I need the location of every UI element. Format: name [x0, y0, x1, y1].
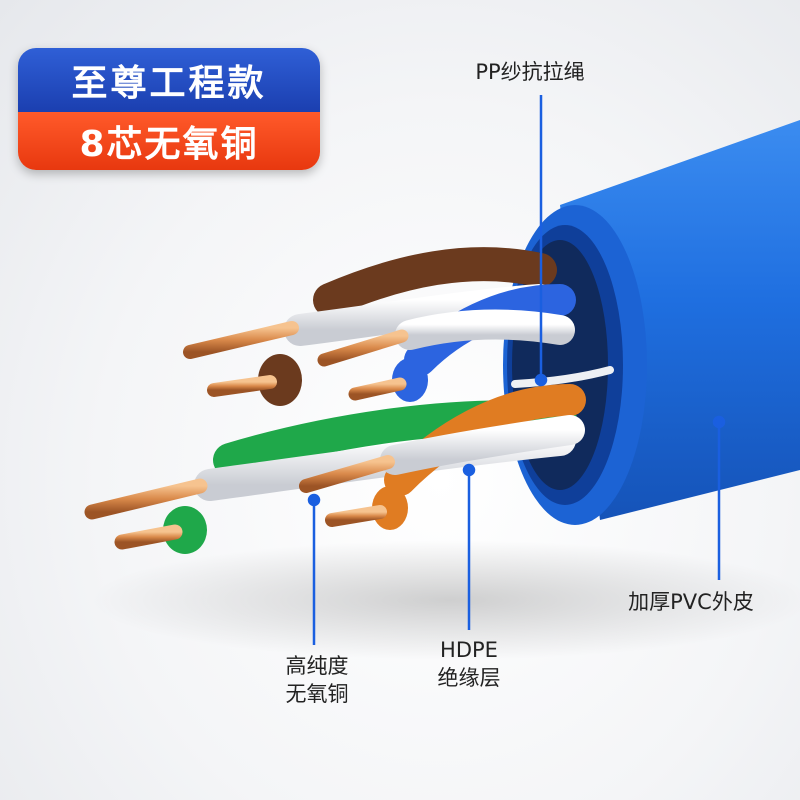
wire-brown-end [258, 354, 302, 406]
badge-title: 至尊工程款 [18, 48, 320, 112]
copper-brown-2 [207, 375, 277, 397]
callout-hdpe-line1: HDPE [440, 638, 498, 662]
callout-copper-line2: 无氧铜 [285, 682, 349, 706]
badge-subtitle: 8芯无氧铜 [18, 112, 320, 170]
pp-rope [511, 366, 614, 388]
wire-blue-end [392, 358, 428, 402]
copper-brown-1 [183, 321, 299, 359]
copper-green-1 [84, 478, 208, 520]
wire-blue-white [395, 309, 575, 350]
wire-orange-end [372, 486, 408, 530]
wire-brown-twist [313, 247, 557, 317]
copper-green-2 [114, 524, 183, 550]
callout-label-pp-rope: PP纱抗拉绳 [475, 60, 585, 84]
callout-dot-pp [534, 373, 548, 387]
wire-orange-white [380, 415, 585, 475]
callout-dot-hdpe [462, 463, 476, 477]
copper-orange-1 [299, 455, 395, 493]
callout-label-hdpe: HDPE 绝缘层 [414, 636, 524, 692]
copper-orange-2 [325, 505, 387, 527]
copper-blue-1 [317, 329, 409, 367]
cable-shadow [90, 540, 800, 660]
callout-label-pvc-jacket: 加厚PVC外皮 [628, 590, 754, 614]
copper-blue-2 [348, 377, 407, 401]
callout-label-copper: 高纯度 无氧铜 [262, 652, 372, 708]
callout-copper-line1: 高纯度 [285, 654, 349, 678]
wire-green-end [163, 506, 207, 554]
callout-dot-pvc [712, 415, 726, 429]
callout-dot-copper [307, 493, 321, 507]
callout-hdpe-line2: 绝缘层 [437, 666, 501, 690]
product-badge: 至尊工程款 8芯无氧铜 [18, 48, 320, 170]
